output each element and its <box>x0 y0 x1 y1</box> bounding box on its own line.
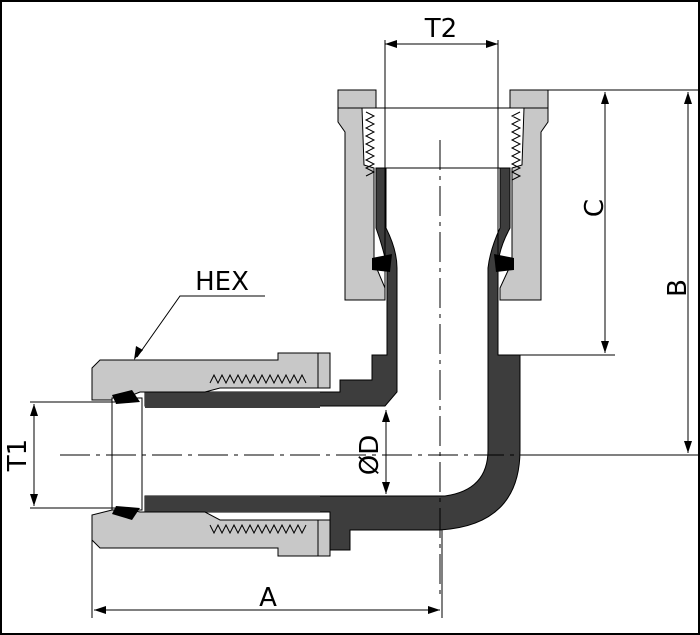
elbow-body <box>144 167 521 551</box>
label-b: B <box>663 279 693 297</box>
dimension-lines <box>30 40 698 618</box>
top-nut <box>337 89 549 301</box>
label-t2: T2 <box>424 14 457 44</box>
left-nut <box>91 352 331 557</box>
label-diameter: ØD <box>355 435 385 476</box>
label-hex: HEX <box>195 267 249 297</box>
dimension-arrowheads <box>30 40 692 614</box>
label-t1: T1 <box>3 439 33 472</box>
label-a: A <box>259 583 277 613</box>
label-c: C <box>580 199 610 217</box>
